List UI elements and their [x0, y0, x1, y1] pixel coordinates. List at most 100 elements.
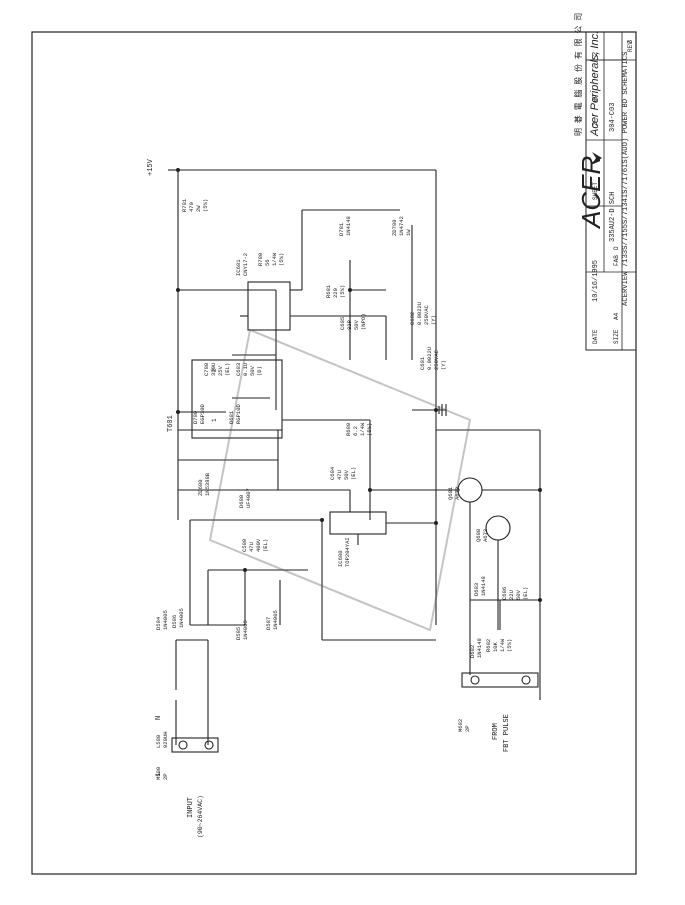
component-ref-text: D682 — [469, 645, 476, 658]
component-v3-text: (Y) — [440, 360, 447, 370]
component-ref-text: R681 — [325, 284, 332, 298]
component-v1-text: 330U — [210, 363, 217, 376]
component-ref-text: C686 — [501, 587, 508, 600]
component-v2-text: 50V — [515, 589, 522, 600]
input-range: (90~264VAC) — [197, 795, 204, 838]
component-v3-text: (EL) — [224, 363, 231, 376]
component-ref-text: D585 — [235, 627, 242, 640]
component-ref-text: D781 — [338, 222, 345, 236]
component-ref-text: C685 — [339, 317, 346, 330]
component-v3-text: (5%) — [202, 199, 209, 212]
ground-icon — [438, 404, 447, 416]
l-label: L — [155, 772, 163, 776]
component-v2-text: 2W — [195, 205, 202, 212]
component-ref-text: Q680 — [475, 529, 482, 542]
transformer-label: T601 — [167, 415, 175, 432]
component-ref-text: R680 — [345, 423, 352, 436]
component-v1-text: 47U — [336, 470, 343, 480]
fab-label: FAB — [613, 255, 620, 266]
pin-label: 2 — [211, 368, 218, 372]
component-v1-text: CNY17-2 — [242, 253, 249, 276]
component-ref-text: C682 — [409, 312, 416, 325]
component-v1-text: 0.0022U — [416, 302, 423, 325]
component-v3-text: (NPO) — [360, 313, 367, 330]
component-v1-text: 0.0022U — [426, 347, 433, 370]
component-ref-text: D683 — [473, 583, 480, 596]
junction-dots — [176, 168, 542, 602]
component-v1-text: 2P — [162, 773, 169, 780]
component-v3-text: (5%) — [278, 253, 285, 266]
component-v1-text: 82P — [346, 320, 353, 330]
component-ref-text: ZD780 — [391, 219, 398, 236]
sheet-total: 2 — [592, 52, 600, 56]
component-v3-text: (EL) — [522, 587, 529, 600]
component-ref-text: D680 — [238, 495, 245, 508]
component-v3-text: (5%) — [366, 423, 373, 436]
component-v1-text: 1N4148 — [476, 638, 483, 658]
rev-value: 3 — [627, 40, 635, 44]
component-v2-text: 250VAC — [423, 304, 430, 325]
component-ref-text: C684 — [329, 466, 336, 480]
component-v1-text: 1N4148 — [480, 576, 487, 596]
sheet-num: 2 — [592, 122, 600, 126]
rev-label: REV — [627, 41, 634, 52]
component-v1-text: 1N4005 — [162, 610, 169, 630]
component-v1-text: 220 — [332, 288, 339, 298]
component-v2-text: 1/4W — [359, 422, 366, 436]
circuit-wiring — [168, 169, 541, 745]
component-v1-text: 470 — [188, 202, 195, 212]
component-v2-text: 1/4W — [271, 252, 278, 266]
component-ref-text: C780 — [203, 363, 210, 376]
component-ref-text: Q681 — [447, 486, 454, 500]
component-v1-text: 47U — [248, 542, 255, 552]
component-v3-text: (D) — [256, 366, 263, 376]
component-v2-text: 250VAC — [433, 349, 440, 370]
component-ref-text: L580 — [155, 735, 162, 748]
component-v3-text: (EL) — [350, 467, 357, 480]
date-label: DATE — [592, 329, 599, 344]
component-v1-text: 2P — [464, 725, 471, 732]
n-label: N — [155, 716, 163, 720]
component-v1-text: 920UH — [162, 731, 169, 748]
component-ref-text: D681 — [228, 410, 235, 424]
title-block: ACERVIEW 7133S/7155S/7134IS/7176IS(AUO) … — [573, 13, 637, 351]
component-v1-text: 6.2 — [352, 426, 359, 436]
component-v1-text: 1N4005 — [272, 610, 279, 630]
fbt-pulse-label: FBT PULSE — [503, 714, 511, 752]
company-name-en: Acer Peripherals, Inc. — [589, 31, 601, 137]
acer-logo-mark-icon — [592, 152, 602, 164]
component-ref-text: IC681 — [235, 259, 242, 276]
component-v1-text: RGP10D — [235, 403, 242, 424]
sheet-label: SHEET — [592, 182, 599, 200]
input-title: INPUT — [187, 797, 195, 818]
component-ref-text: R682 — [485, 639, 492, 652]
component-ref-text: C681 — [419, 356, 426, 370]
component-ref-text: C580 — [241, 539, 248, 552]
component-v3-text: (Y) — [430, 315, 437, 325]
component-v1-text: 56 — [264, 259, 271, 266]
component-v2-text: 1W — [405, 229, 412, 236]
pin-label: 1 — [211, 418, 218, 422]
component-ref-text: D780 — [192, 411, 199, 424]
company-name-cn: 明 碁 電 腦 股 份 有 限 公 司 — [573, 13, 584, 136]
size-value: A4 — [613, 312, 620, 320]
